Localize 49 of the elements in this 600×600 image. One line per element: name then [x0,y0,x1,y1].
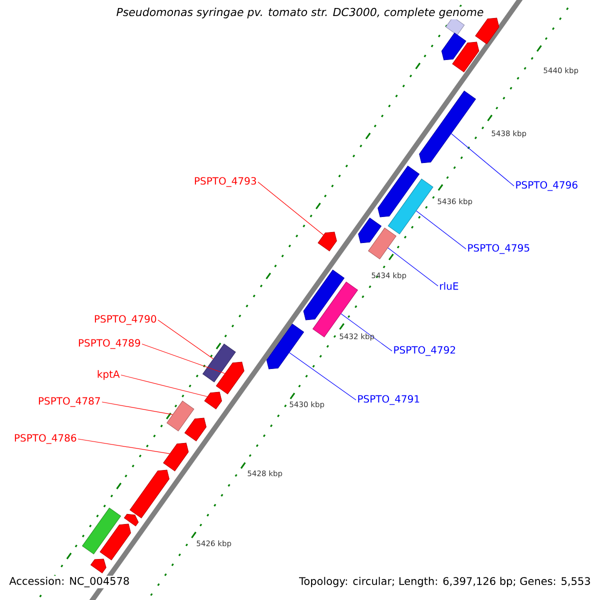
gene-block [163,442,189,472]
gene-block [388,178,434,234]
gene-label: kptA [98,370,120,380]
leader-line [142,344,226,374]
leader-line [102,402,173,415]
gene-label: PSPTO_4790 [94,315,156,325]
gene-block [202,344,236,382]
gene-block [419,90,476,164]
gene-block [90,558,106,574]
gene-label: PSPTO_4793 [194,177,256,187]
gene-label: PSPTO_4786 [14,434,76,444]
gene-block [100,524,131,560]
leader-line [416,210,466,250]
footer-text: Topology: circular; Length: 6,397,126 bp; Genes: 5,553 [298,576,592,588]
gene-block [303,270,344,320]
gene-block [441,32,466,60]
leader-line [451,133,514,186]
gene-block [312,282,358,338]
gene-block [130,470,170,518]
leader-line [388,248,438,286]
gene-label: PSPTO_4791 [358,395,420,405]
footer-text: Accession: NC_004578 [8,576,131,588]
leader-line [120,374,208,397]
gene-block [184,418,206,442]
gene-block [378,166,420,218]
gene-block [216,362,244,394]
gene-block [475,18,500,44]
gene-block [266,324,304,370]
gene-block [318,232,337,252]
leader-line [340,313,392,352]
leader-line [289,352,356,400]
gene-block [124,514,139,526]
leader-line [78,438,170,454]
gene-block [82,508,121,554]
gene-label: PSPTO_4789 [78,339,140,349]
gene-label: PSPTO_4796 [516,181,578,191]
gene-block [368,228,396,260]
gene-block [452,42,480,72]
leader-line [258,182,324,236]
gene-label: rluE [440,282,458,290]
gene-label: PSPTO_4792 [394,346,456,356]
leader-line [158,320,214,360]
gene-label: PSPTO_4787 [38,397,100,407]
gene-block [204,392,222,410]
gene-block [446,16,465,36]
gene-block [166,400,194,432]
gene-block [358,218,382,244]
gene-label: PSPTO_4795 [468,244,530,254]
title: Pseudomonas syringae pv. tomato str. DC3000, complete genome [115,6,485,20]
